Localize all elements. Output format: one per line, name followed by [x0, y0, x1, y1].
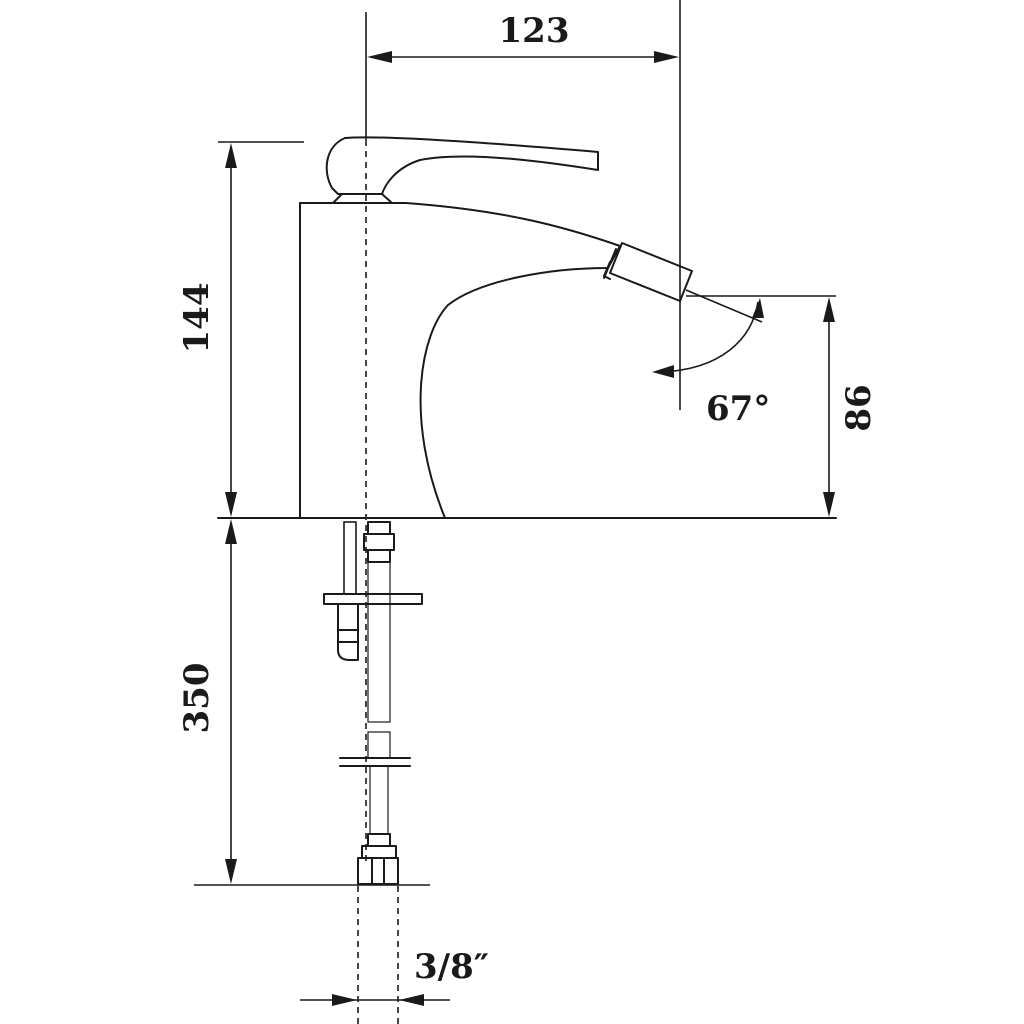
- dimension-hose-length: 350: [177, 519, 430, 886]
- fixing-plate: [323, 593, 423, 661]
- connection-size-label: 3/8″: [414, 947, 489, 987]
- mixer-body: [299, 202, 621, 519]
- spout-height-label: 86: [839, 384, 879, 431]
- hose-length-label: 350: [177, 663, 217, 734]
- dimension-spout-reach: 123: [367, 0, 681, 410]
- spout-reach-label: 123: [499, 11, 570, 51]
- dimension-total-height: 144: [177, 141, 304, 517]
- spray-angle-label: 67°: [706, 389, 770, 429]
- total-height-label: 144: [177, 283, 217, 354]
- lever-handle: [325, 136, 599, 204]
- dimension-connection-size: 3/8″: [300, 886, 489, 1024]
- threaded-fixing-rod: [343, 521, 357, 595]
- dimension-spray-angle: 67°: [652, 289, 770, 429]
- dimension-spout-height: 86: [686, 295, 879, 517]
- flexible-hose: [339, 521, 411, 885]
